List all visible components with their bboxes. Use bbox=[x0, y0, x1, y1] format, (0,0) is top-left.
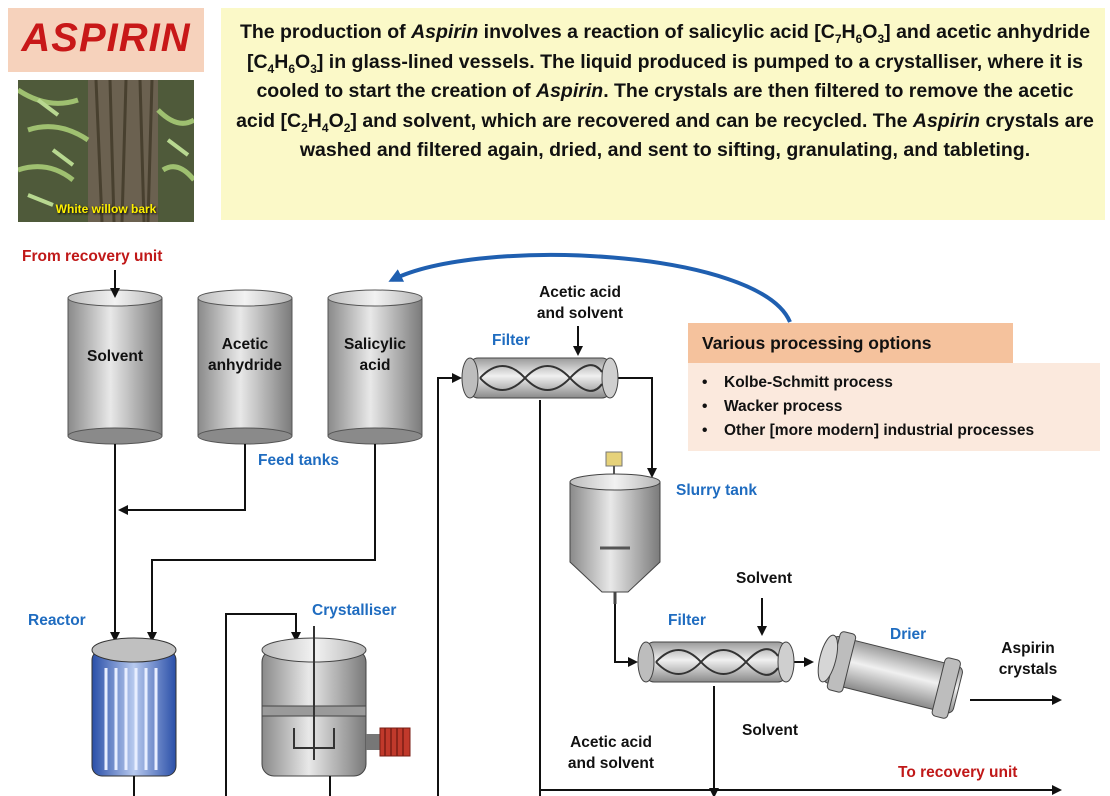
processing-options-arrow bbox=[388, 253, 792, 323]
option-item: Other [more modern] industrial processes bbox=[702, 419, 1034, 443]
reactor-label: Reactor bbox=[28, 612, 86, 629]
lower-pipes bbox=[540, 598, 1062, 796]
reactor-vessel bbox=[91, 637, 177, 796]
solvent-tank-label: Solvent bbox=[87, 348, 143, 365]
willow-bark-image bbox=[18, 80, 194, 222]
acetic-anhydride-tank bbox=[197, 289, 293, 445]
solvent-tank bbox=[67, 289, 163, 445]
slurry-tank-label: Slurry tank bbox=[676, 482, 757, 499]
slurry-tank-vessel bbox=[569, 451, 661, 604]
filter-2-label: Filter bbox=[668, 612, 706, 629]
option-item: Kolbe-Schmitt process bbox=[702, 371, 1034, 395]
solvent-in-label: Solvent bbox=[736, 570, 792, 587]
filter-1-unit bbox=[461, 357, 619, 399]
photo-caption: White willow bark bbox=[55, 202, 157, 216]
filter-1-label: Filter bbox=[492, 332, 530, 349]
crystalliser-label: Crystalliser bbox=[312, 602, 397, 619]
feed-tanks-label: Feed tanks bbox=[258, 452, 339, 469]
processing-options-list: Kolbe-Schmitt process Wacker process Oth… bbox=[702, 371, 1034, 443]
title-banner: ASPIRIN bbox=[8, 8, 204, 72]
solvent-out-label: Solvent bbox=[742, 722, 798, 739]
crystalliser-vessel bbox=[225, 613, 411, 796]
from-recovery-label: From recovery unit bbox=[22, 248, 163, 265]
processing-options-heading: Various processing options bbox=[702, 333, 932, 353]
option-item: Wacker process bbox=[702, 395, 1034, 419]
to-recovery-label: To recovery unit bbox=[898, 764, 1018, 781]
description-panel: The production of Aspirin involves a rea… bbox=[221, 8, 1105, 220]
description-text: The production of Aspirin involves a rea… bbox=[236, 21, 1094, 161]
processing-options-list-box: Kolbe-Schmitt process Wacker process Oth… bbox=[688, 363, 1100, 451]
drier-label: Drier bbox=[890, 626, 927, 643]
transfer-pipes bbox=[437, 326, 657, 796]
salicylic-acid-tank bbox=[327, 289, 423, 445]
drier-unit bbox=[817, 631, 963, 719]
page-title: ASPIRIN bbox=[21, 16, 191, 60]
filter-2-unit bbox=[637, 641, 795, 683]
processing-options-heading-box: Various processing options bbox=[688, 323, 1013, 363]
feed-pipes bbox=[110, 270, 376, 642]
willow-bark-photo: White willow bark bbox=[18, 80, 194, 222]
